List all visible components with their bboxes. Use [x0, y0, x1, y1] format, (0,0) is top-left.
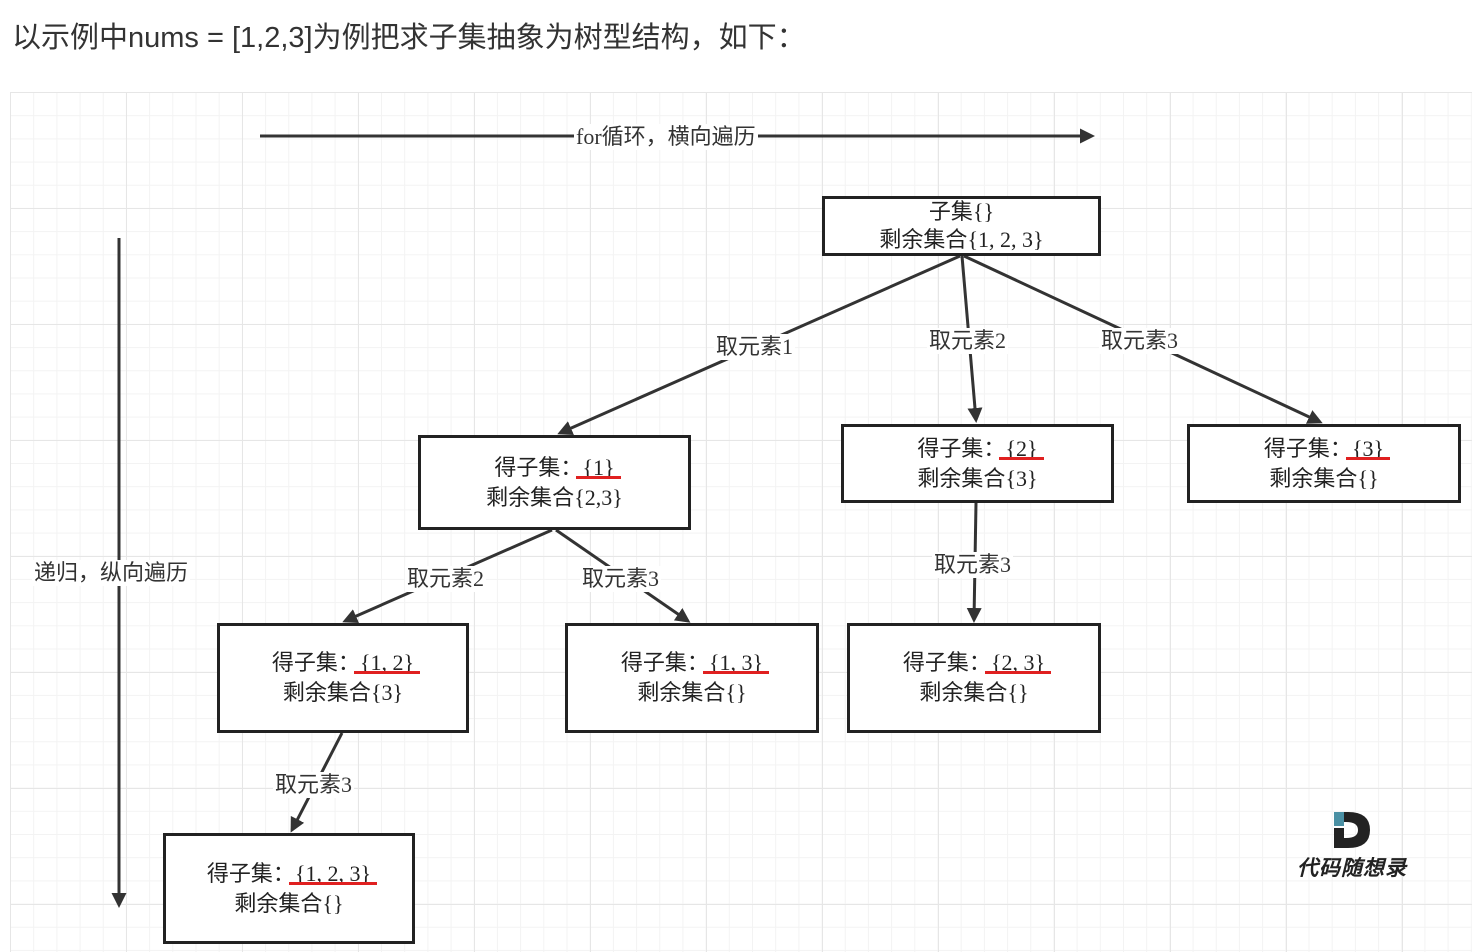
edge-label-root-n1: 取元素1 — [714, 334, 796, 360]
logo: 代码随想录 — [1282, 808, 1422, 884]
logo-d-mark-icon — [1334, 812, 1370, 848]
edge-label-root-n2: 取元素2 — [927, 328, 1009, 354]
node-23: 得子集：{2, 3} 剩余集合{} — [847, 623, 1101, 733]
node-12-rest: 剩余集合{3} — [282, 680, 404, 705]
node-root: 子集{} 剩余集合{1, 2, 3} — [822, 196, 1101, 256]
node-1-subset: 得子集：{1} — [494, 454, 615, 480]
node-3-rest: 剩余集合{} — [1269, 465, 1379, 491]
node-2-subset-value: {2} — [1005, 435, 1038, 461]
node-root-rest: 剩余集合{1, 2, 3} — [879, 227, 1044, 252]
node-12: 得子集：{1, 2} 剩余集合{3} — [217, 623, 469, 733]
node-3: 得子集：{3} 剩余集合{} — [1187, 424, 1461, 503]
node-23-subset: 得子集：{2, 3} — [902, 650, 1046, 675]
edge-label-n1-n13: 取元素3 — [580, 566, 662, 592]
node-13-subset-value: {1, 3} — [708, 650, 764, 675]
page-heading: 以示例中nums = [1,2,3]为例把求子集抽象为树型结构，如下： — [12, 22, 806, 54]
horizontal-axis-label: for循环，横向遍历 — [574, 124, 758, 150]
node-root-subset: 子集{} — [928, 199, 995, 224]
node-2-subset: 得子集：{2} — [917, 435, 1038, 461]
node-123-subset-value: {1, 2, 3} — [294, 860, 372, 886]
node-23-subset-value: {2, 3} — [990, 650, 1046, 675]
node-12-subset-value: {1, 2} — [359, 650, 415, 675]
node-1-rest: 剩余集合{2,3} — [486, 484, 623, 510]
node-123-subset: 得子集：{1, 2, 3} — [206, 860, 372, 886]
node-1-subset-value: {1} — [582, 454, 615, 480]
node-123: 得子集：{1, 2, 3} 剩余集合{} — [163, 833, 415, 944]
node-2-rest: 剩余集合{3} — [917, 465, 1038, 491]
node-123-rest: 剩余集合{} — [234, 890, 344, 916]
node-12-subset: 得子集：{1, 2} — [271, 650, 415, 675]
node-1: 得子集：{1} 剩余集合{2,3} — [418, 435, 691, 530]
node-2: 得子集：{2} 剩余集合{3} — [841, 424, 1114, 503]
edge-label-root-n3: 取元素3 — [1099, 328, 1181, 354]
logo-text: 代码随想录 — [1297, 856, 1407, 880]
node-23-rest: 剩余集合{} — [919, 680, 1029, 705]
edge-label-n2-n23: 取元素3 — [932, 552, 1014, 578]
node-13: 得子集：{1, 3} 剩余集合{} — [565, 623, 819, 733]
edge-label-n12-n123: 取元素3 — [273, 772, 355, 798]
node-3-subset-value: {3} — [1351, 435, 1385, 461]
vertical-axis-label: 递归，纵向遍历 — [32, 560, 191, 586]
edge-label-n1-n12: 取元素2 — [405, 566, 487, 592]
node-13-rest: 剩余集合{} — [637, 680, 747, 705]
diagram-canvas — [10, 92, 1472, 952]
node-3-subset: 得子集：{3} — [1263, 435, 1385, 461]
node-13-subset: 得子集：{1, 3} — [620, 650, 764, 675]
